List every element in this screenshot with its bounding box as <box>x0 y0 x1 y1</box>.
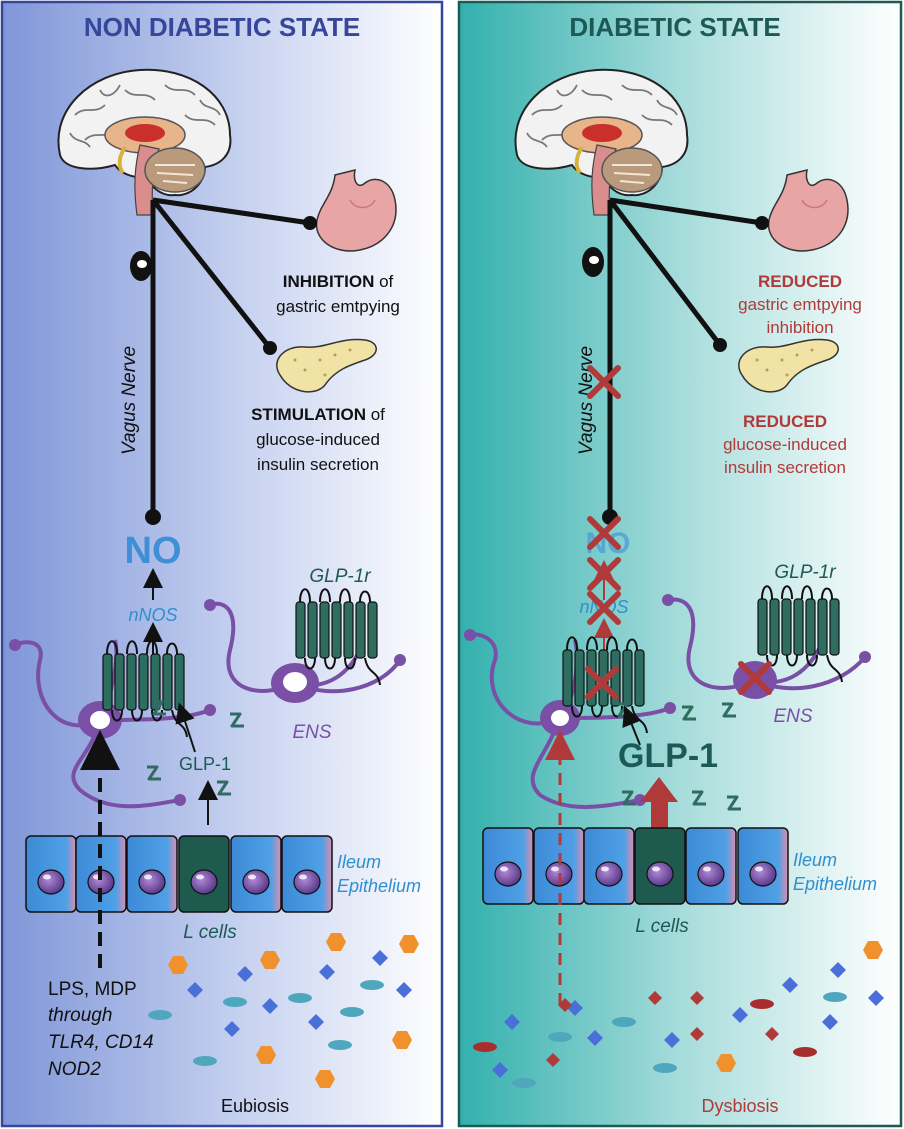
left-title: NON DIABETIC STATE <box>84 12 360 42</box>
right-dysbiosis-label: Dysbiosis <box>701 1096 778 1116</box>
right-reduced1-line2: gastric emtpying <box>738 295 862 314</box>
left-lps-line1: LPS, MDP <box>48 979 137 1000</box>
right-ileum-line1: Ileum <box>793 850 837 870</box>
left-glp1r-label: GLP-1r <box>309 566 371 587</box>
left-nnos-label: nNOS <box>128 605 177 625</box>
left-lps-line4: NOD2 <box>48 1059 101 1080</box>
right-panel: DIABETIC STATE Vagus Nerve REDUCED gastr… <box>457 0 903 1128</box>
left-inhibition-line2: gastric emtpying <box>276 297 400 316</box>
right-lcells-label: L cells <box>635 916 689 937</box>
left-glp1-label: GLP-1 <box>179 754 231 774</box>
right-reduced2-line2: glucose-induced <box>723 435 847 454</box>
right-epithelium <box>482 827 789 905</box>
left-inhibition-line1: INHIBITION of <box>283 272 394 291</box>
left-vagus-label: Vagus Nerve <box>119 346 140 455</box>
left-lps-line3: TLR4, CD14 <box>48 1032 154 1053</box>
right-reduced2: REDUCED <box>743 412 827 431</box>
right-reduced2-line3: insulin secretion <box>724 458 846 477</box>
left-ileum-line2: Epithelium <box>337 876 421 896</box>
left-eubiosis-label: Eubiosis <box>221 1096 289 1116</box>
right-ileum-line2: Epithelium <box>793 874 877 894</box>
left-stimulation-line1: STIMULATION of <box>251 405 385 424</box>
left-stimulation-line3: insulin secretion <box>257 455 379 474</box>
left-lcells-label: L cells <box>183 922 237 943</box>
big-red-arrow <box>640 777 678 828</box>
left-epithelium <box>25 835 333 913</box>
right-title: DIABETIC STATE <box>569 12 780 42</box>
right-vagus-label: Vagus Nerve <box>576 346 597 455</box>
left-lps-line2: through <box>48 1005 112 1026</box>
left-no-label: NO <box>125 530 182 572</box>
left-ens-label: ENS <box>292 722 331 743</box>
right-ens-label: ENS <box>773 706 812 727</box>
right-glp1-label: GLP-1 <box>618 737 718 775</box>
right-reduced1-line3: inhibition <box>766 318 833 337</box>
vagus-nerve <box>130 197 317 525</box>
right-reduced1: REDUCED <box>758 272 842 291</box>
right-vagus-nerve <box>582 197 769 525</box>
left-ileum-line1: Ileum <box>337 852 381 872</box>
right-glp1r-label: GLP-1r <box>774 562 836 583</box>
left-panel: NON DIABETIC STATE Vagus Nerve INHIBITIO… <box>0 0 444 1128</box>
left-stimulation-line2: glucose-induced <box>256 430 380 449</box>
